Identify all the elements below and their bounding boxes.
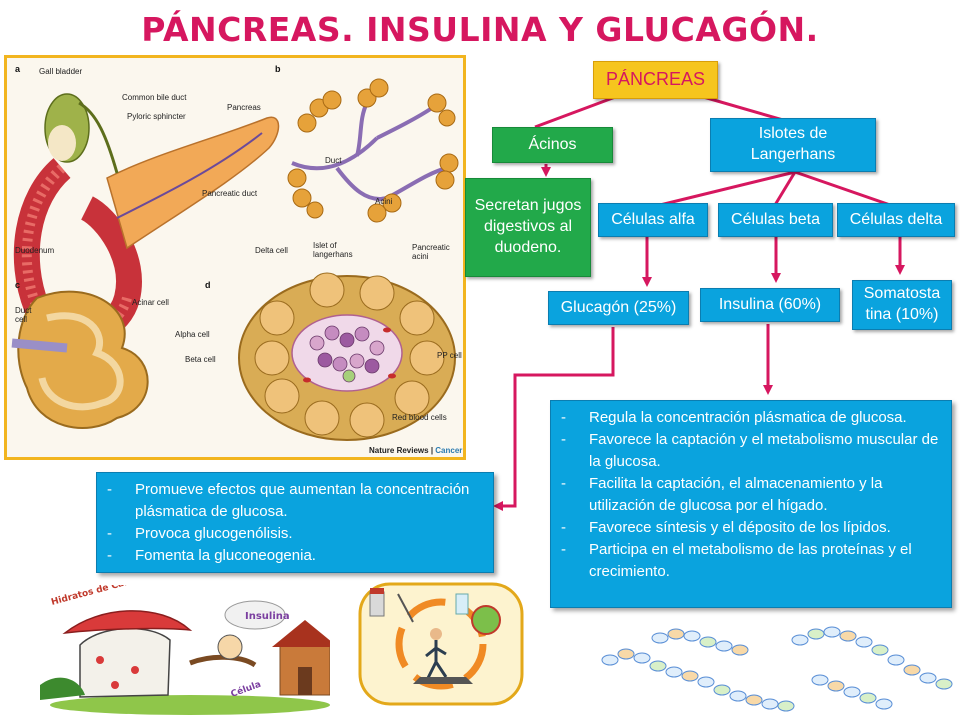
panel-label-b: b	[275, 64, 281, 74]
insulin-effect-item: Favorece la captación y el metabolismo m…	[559, 429, 941, 473]
label-delta-cell: Delta cell	[255, 246, 288, 255]
alfa-box: Células alfa	[598, 203, 708, 237]
label-pancreas: Pancreas	[227, 103, 261, 112]
pancreas-box: PÁNCREAS	[593, 61, 718, 99]
glucagon-box: Glucagón (25%)	[548, 291, 689, 325]
label-pancreatic-duct: Pancreatic duct	[202, 189, 258, 198]
insulin-effect-item: Regula la concentración plásmatica de gl…	[559, 407, 941, 429]
somatostatina-box: Somatosta tina (10%)	[852, 280, 952, 330]
exercise-cycle-illustration	[358, 582, 524, 706]
glucagon-effect-item: Fomenta la gluconeogenia.	[105, 545, 483, 567]
label-alpha-cell: Alpha cell	[175, 330, 210, 339]
protein-chain-illustration	[601, 626, 953, 712]
insulin-effect-item: Participa en el metabolismo de las prote…	[559, 539, 941, 583]
glucagon-effect-item: Promueve efectos que aumentan la concent…	[105, 479, 483, 523]
label-red-blood-cells: Red blood cells	[392, 413, 447, 422]
panel-label-c: c	[15, 280, 21, 290]
figure-credit: Nature Reviews | Cancer	[369, 446, 463, 455]
label-duct-cell: Duct cell	[15, 306, 32, 324]
insulin-effects-box: Regula la concentración plásmatica de gl…	[550, 400, 952, 608]
insulin-effect-item: Facilita la captación, el almacenamiento…	[559, 473, 941, 517]
glucagon-effects-box: Promueve efectos que aumentan la concent…	[96, 472, 494, 573]
insulin-cartoon-illustration: Hidratos de Carbono Insulina Célula	[40, 585, 330, 715]
label-duct: Duct	[325, 156, 342, 165]
anatomy-illustration	[11, 78, 459, 441]
label-duodenum: Duodenum	[15, 246, 55, 255]
panel-label-d: d	[205, 280, 211, 290]
label-pancreatic-acini: Pancreatic acini	[412, 243, 450, 261]
beta-box: Células beta	[718, 203, 833, 237]
cartoon-label-hidratos: Hidratos de Carbono	[50, 585, 154, 608]
pancreas-shape	[106, 116, 280, 250]
label-pp-cell: PP cell	[437, 351, 462, 360]
insulin-effect-item: Favorece síntesis y el déposito de los l…	[559, 517, 941, 539]
label-acinar-cell: Acinar cell	[132, 298, 169, 307]
label-islet: Islet of langerhans	[313, 241, 353, 259]
label-common-bile-duct: Common bile duct	[122, 93, 187, 102]
label-beta-cell: Beta cell	[185, 355, 216, 364]
insulina-box: Insulina (60%)	[700, 288, 840, 322]
label-gall-bladder: Gall bladder	[39, 67, 83, 76]
glucagon-effect-item: Provoca glucogenólisis.	[105, 523, 483, 545]
secretan-box: Secretan jugos digestivos al duodeno.	[465, 178, 591, 277]
label-pyloric-sphincter: Pyloric sphincter	[127, 112, 186, 121]
delta-box: Células delta	[837, 203, 955, 237]
cartoon-label-insulina: Insulina	[245, 611, 290, 622]
page-title: PÁNCREAS. INSULINA Y GLUCAGÓN.	[141, 10, 819, 49]
label-acini: Acini	[375, 197, 393, 206]
panel-label-a: a	[15, 64, 21, 74]
pancreas-anatomy-figure: a b c d Gall bladder Common bile duct Py…	[4, 55, 466, 460]
islotes-box: Islotes de Langerhans	[710, 118, 876, 172]
acinos-box: Ácinos	[492, 127, 613, 163]
